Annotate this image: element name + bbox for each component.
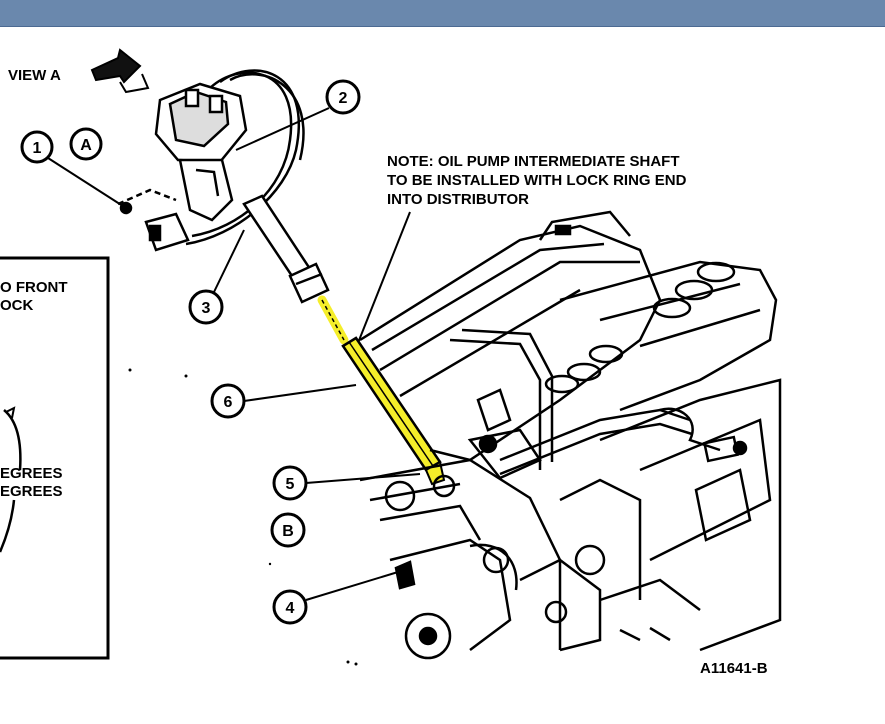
callout-3: 3: [188, 289, 224, 325]
callout-6: 6: [210, 383, 246, 419]
oil-pump-intermediate-shaft: [317, 295, 446, 486]
svg-text:3: 3: [202, 300, 211, 317]
svg-text:A: A: [80, 137, 92, 154]
inset-label-degrees-1: EGREES: [0, 465, 63, 482]
inset-label-degrees-2: EGREES: [0, 483, 63, 500]
distributor-installation-diagram: VIEW A O FRONT OCK EGREES EGREES 1 A 2 3…: [0, 48, 782, 677]
svg-text:1: 1: [33, 140, 42, 157]
note-line-1: NOTE: OIL PUMP INTERMEDIATE SHAFT: [387, 153, 680, 170]
installation-note: NOTE: OIL PUMP INTERMEDIATE SHAFT TO BE …: [387, 153, 687, 208]
inset-label-front: O FRONT: [0, 279, 68, 296]
distributor-assembly: [117, 69, 330, 304]
inset-label-lock: OCK: [0, 297, 34, 314]
svg-text:B: B: [282, 523, 294, 540]
callout-1: 1: [20, 130, 54, 164]
engine-block: [359, 210, 782, 660]
diagram-canvas: VIEW A O FRONT OCK EGREES EGREES 1 A 2 3…: [0, 26, 885, 719]
svg-text:6: 6: [224, 394, 233, 411]
window-title-bar: [0, 0, 885, 27]
callout-a: A: [69, 127, 103, 161]
view-a-label: VIEW A: [8, 67, 61, 84]
note-line-2: TO BE INSTALLED WITH LOCK RING END: [387, 172, 687, 189]
scan-specks: [128, 368, 358, 666]
svg-text:5: 5: [286, 476, 295, 493]
view-arrow-icon: [90, 48, 150, 94]
callout-b: B: [270, 512, 306, 548]
note-line-3: INTO DISTRIBUTOR: [387, 191, 529, 208]
svg-text:2: 2: [339, 90, 348, 107]
degree-inset-box: O FRONT OCK EGREES EGREES: [0, 256, 110, 660]
leader-lines: [47, 107, 421, 601]
svg-text:4: 4: [286, 600, 295, 617]
callout-5: 5: [272, 465, 308, 501]
figure-id: A11641-B: [700, 660, 768, 677]
callout-2: 2: [325, 79, 361, 115]
callout-4: 4: [272, 589, 308, 625]
